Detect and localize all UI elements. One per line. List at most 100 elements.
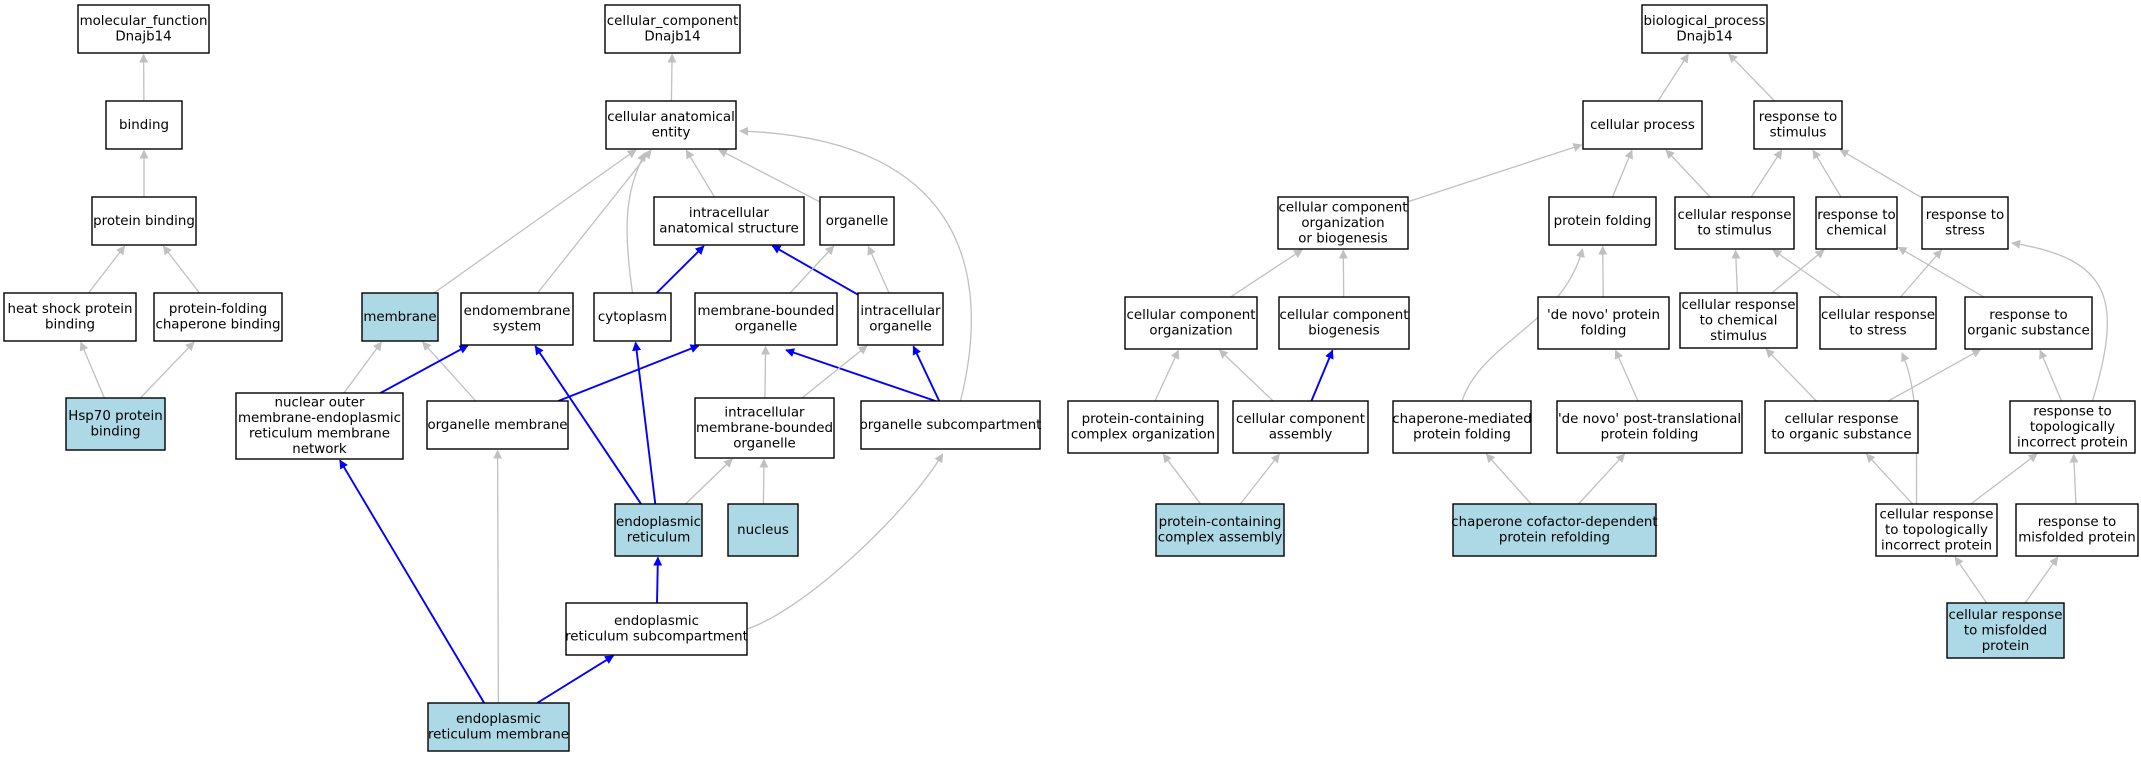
edge-mbo-to-organelle	[789, 245, 835, 294]
node-label-line: complex organization	[1071, 428, 1215, 443]
node-label-line: protein binding	[93, 214, 195, 229]
node-label-line: topologically	[2030, 420, 2115, 435]
edge-ias-to-cae	[685, 149, 716, 198]
node-label-line: protein-containing	[1159, 515, 1282, 530]
edge-org_membrane-to-membrane	[422, 341, 477, 402]
edge-cc_assembly-to-cc_bio	[1310, 349, 1334, 402]
node-label-line: chaperone binding	[155, 318, 280, 333]
edge-er_membrane-to-er_subcomp	[536, 654, 615, 704]
node-label-line: to chemical	[1700, 313, 1778, 328]
node-label-line: cellular response	[1948, 608, 2062, 623]
edge-nucleus-to-imbo	[759, 458, 769, 505]
edges-layer	[79, 53, 2109, 704]
node-label-line: endoplasmic	[456, 712, 541, 727]
node-label-line: organelle	[869, 320, 932, 335]
node-label-line: endomembrane	[464, 304, 571, 319]
edge-chaperone_med-to-protein_folding	[1461, 248, 1585, 402]
node-cell-process[interactable]: cellular process	[1582, 100, 1703, 150]
edge-pcc_assembly-to-pcc_org	[1162, 453, 1202, 505]
node-binding[interactable]: binding	[105, 100, 183, 150]
node-label-line: binding	[119, 118, 169, 133]
node-box	[3, 292, 137, 342]
node-organelle[interactable]: organelle	[819, 196, 895, 246]
node-label-line: reticulum	[627, 531, 691, 546]
node-membrane[interactable]: membrane	[361, 292, 439, 342]
node-cytoplasm[interactable]: cytoplasm	[593, 292, 672, 342]
node-box	[1537, 296, 1670, 350]
edge-pf_chaperone_binding-to-protein_binding	[162, 245, 201, 294]
node-org-membrane[interactable]: organelle membrane	[426, 400, 569, 450]
node-protein-folding[interactable]: protein folding	[1548, 196, 1657, 246]
node-label-line: incorrect protein	[2017, 435, 2128, 450]
edge-cell_resp_stress-to-cell_resp_stimulus	[1772, 249, 1842, 298]
node-protein-binding[interactable]: protein binding	[91, 196, 197, 246]
edge-er_subcomp-to-er	[653, 556, 663, 604]
node-label-line: cellular response	[1677, 208, 1791, 223]
edge-cc_org_bio-to-cell_process	[1407, 143, 1583, 203]
node-label-line: organelle	[735, 320, 798, 335]
edge-pcc_org-to-cc_org	[1154, 349, 1180, 402]
node-label-line: response to	[1817, 208, 1896, 223]
node-label-line: response to	[2038, 515, 2117, 530]
edge-cell_resp_organic-to-cell_resp_chem	[1765, 348, 1817, 402]
node-box	[91, 196, 197, 246]
node-box	[1875, 503, 1998, 557]
edge-io-to-ias	[771, 244, 859, 296]
node-label-line: protein-containing	[1082, 412, 1205, 427]
node-box	[857, 292, 944, 346]
node-box	[1921, 196, 2009, 250]
node-label-line: organization	[1149, 324, 1232, 339]
node-nom-er[interactable]: nuclear outermembrane-endoplasmicreticul…	[235, 392, 404, 460]
node-box	[565, 602, 748, 656]
node-label-line: cellular_component	[607, 14, 738, 29]
node-label-line: binding	[91, 425, 141, 440]
edge-nom_er-to-membrane	[343, 341, 382, 394]
node-nucleus[interactable]: nucleus	[727, 503, 799, 557]
node-label-line: membrane	[363, 310, 436, 325]
edge-nom_er-to-endomembrane	[379, 344, 469, 394]
edge-cell_resp_misfolded-to-cell_resp_topo	[1954, 556, 1988, 604]
node-org-subcomp[interactable]: organelle subcompartment	[860, 400, 1042, 450]
node-label-line: endoplasmic	[614, 614, 699, 629]
node-label-line: network	[292, 442, 347, 457]
node-box	[2015, 503, 2139, 557]
edge-er_membrane-to-nom_er	[339, 459, 486, 704]
